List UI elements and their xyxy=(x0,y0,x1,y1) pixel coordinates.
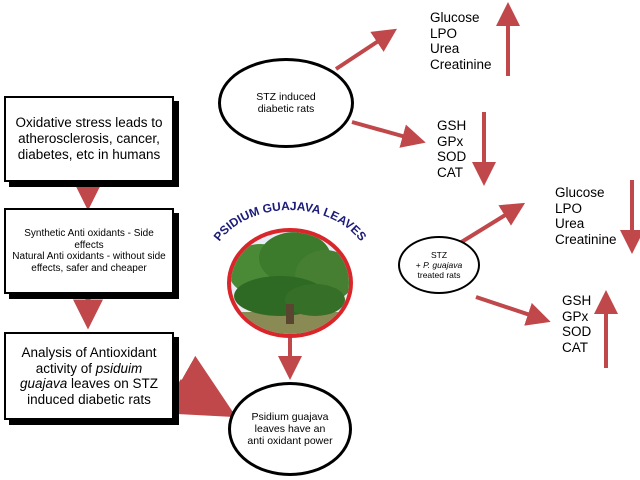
list-item: GSH xyxy=(437,118,467,133)
guava-emblem: PSIDIUM GUAJAVA LEAVES xyxy=(211,200,369,338)
guava-tree-image xyxy=(231,232,349,334)
analysis-box: Analysis of Antioxidant activity of psid… xyxy=(4,332,174,420)
arrow-induced-to-up-list xyxy=(334,28,398,71)
analysis-text: Analysis of Antioxidant activity of psid… xyxy=(19,345,159,407)
antioxidants-box: Synthetic Anti oxidants - Side effects N… xyxy=(4,208,174,294)
stz-treated-line2: + P. guajava xyxy=(415,260,463,270)
stz-induced-ellipse: STZ induced diabetic rats xyxy=(218,58,354,148)
treated-up-list: GSH GPx SOD CAT xyxy=(562,293,591,355)
list-item: Urea xyxy=(430,41,460,56)
arrow-box3-to-conclusion xyxy=(162,355,237,418)
conclusion-ellipse: Psidium guajava leaves have an anti oxid… xyxy=(228,382,352,476)
stz-induced-label: STZ induced diabetic rats xyxy=(256,91,316,115)
list-item: Creatinine xyxy=(430,56,492,72)
arrow-treated-to-down-list xyxy=(453,202,526,248)
arrow-induced-to-down-list xyxy=(351,120,426,148)
synthetic-antioxidants-text: Synthetic Anti oxidants - Side effects xyxy=(24,228,154,251)
list-item: LPO xyxy=(430,25,458,41)
oxidative-stress-text: Oxidative stress leads to atherosclerosi… xyxy=(15,115,163,162)
list-item: CAT xyxy=(562,339,588,355)
list-item: GPx xyxy=(562,308,589,324)
list-item: SOD xyxy=(562,324,592,339)
natural-antioxidants-text: Natural Anti oxidants - without side eff… xyxy=(12,251,166,274)
list-item: SOD xyxy=(437,149,467,164)
list-item: Glucose xyxy=(430,10,480,25)
list-item: Creatinine xyxy=(555,231,617,247)
oxidative-stress-box: Oxidative stress leads to atherosclerosi… xyxy=(4,96,174,182)
list-item: CAT xyxy=(437,164,463,180)
conclusion-label: Psidium guajava leaves have an anti oxid… xyxy=(247,411,333,447)
arrow-treated-to-up-list xyxy=(475,295,551,326)
induced-up-list: Glucose LPO Urea Creatinine xyxy=(430,10,492,72)
stz-treated-ellipse: STZ + P. guajava treated rats xyxy=(398,236,480,294)
list-item: GSH xyxy=(562,293,592,308)
list-item: Glucose xyxy=(555,185,605,200)
list-item: Urea xyxy=(555,216,585,231)
stz-treated-line1: STZ xyxy=(430,250,448,260)
induced-down-list: GSH GPx SOD CAT xyxy=(437,118,466,180)
treated-down-list: Glucose LPO Urea Creatinine xyxy=(555,185,617,247)
list-item: GPx xyxy=(437,133,464,149)
stz-treated-line3: treated rats xyxy=(417,270,461,280)
list-item: LPO xyxy=(555,200,583,216)
